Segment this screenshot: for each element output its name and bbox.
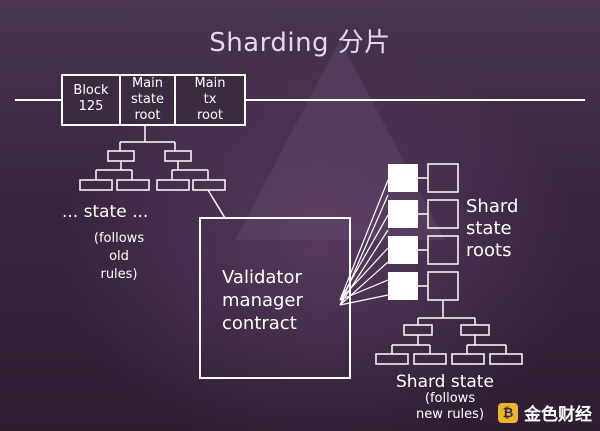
watermark-text: 金色财经 [524, 405, 592, 425]
shard-state-note: (follows new rules) [415, 391, 485, 422]
main-state-tree [79, 125, 226, 191]
shard-columns [388, 163, 459, 301]
validator-box [199, 217, 351, 379]
fan-lines [339, 179, 389, 306]
watermark: ₿ 金色财经 [498, 400, 592, 425]
shard-state-label: Shard state [396, 372, 494, 392]
tx-root-label: Main tx root [194, 76, 226, 123]
tx-root-box [174, 74, 246, 126]
block-label: Block 125 [73, 83, 109, 114]
main-state-label: ... state ... [62, 202, 149, 222]
jinse-logo-icon: ₿ [498, 402, 518, 423]
validator-label: Validator manager contract [222, 267, 303, 334]
shard-state-tree [375, 300, 523, 365]
state-root-label: Main state root [131, 76, 164, 123]
tree-to-contract-line [207, 189, 226, 219]
shard-roots-label: Shard state roots [466, 196, 519, 261]
main-state-note: (follows old rules) [93, 231, 145, 282]
page-title: Sharding 分片 [209, 28, 391, 58]
